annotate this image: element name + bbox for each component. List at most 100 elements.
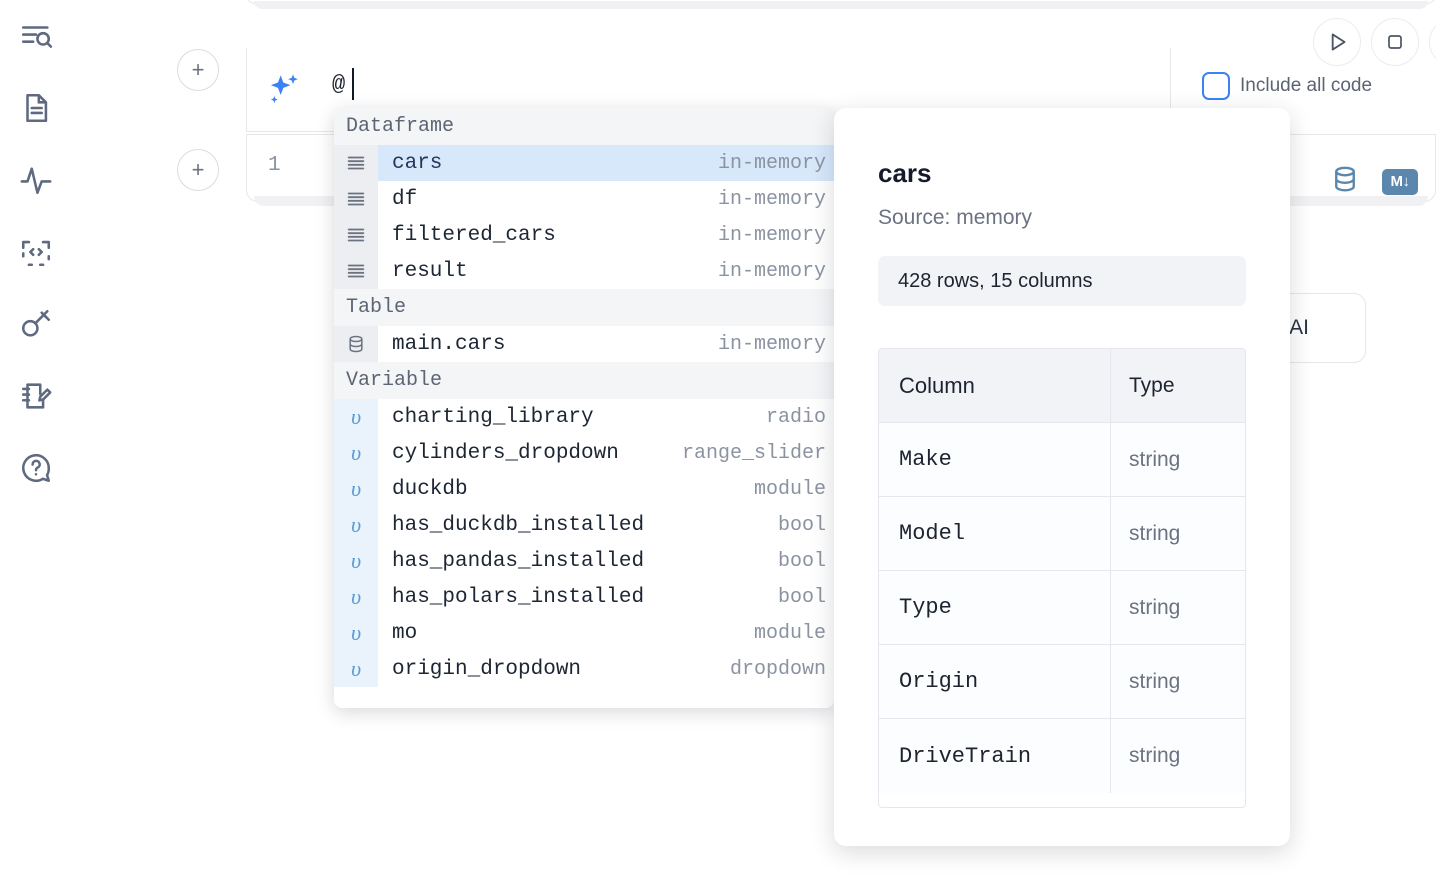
activity-pulse-icon[interactable] (12, 156, 60, 204)
variable-icon: υ (334, 399, 378, 435)
autocomplete-item-type: range_slider (681, 441, 826, 465)
autocomplete-item[interactable]: υ has_polars_installed bool (334, 579, 834, 615)
autocomplete-item-name: cylinders_dropdown (392, 441, 619, 465)
autocomplete-item-type: dropdown (729, 657, 826, 681)
autocomplete-item[interactable]: υ has_pandas_installed bool (334, 543, 834, 579)
database-icon[interactable] (1330, 164, 1360, 199)
autocomplete-item-name: has_pandas_installed (392, 549, 645, 573)
autocomplete-group-header: Table (334, 289, 834, 326)
text-caret (352, 68, 354, 100)
autocomplete-item-type: in-memory (717, 151, 826, 175)
stop-button[interactable] (1371, 18, 1419, 66)
schema-table-header-cell: Type (1111, 349, 1245, 422)
autocomplete-item-name: has_polars_installed (392, 585, 645, 609)
scratchpad-icon[interactable] (12, 372, 60, 420)
autocomplete-item-type: bool (777, 549, 826, 573)
autocomplete-item-type: in-memory (717, 223, 826, 247)
variable-icon: υ (334, 615, 378, 651)
help-question-icon[interactable] (12, 444, 60, 492)
cell-icon-group: M↓ (1330, 164, 1418, 199)
autocomplete-item-type: in-memory (717, 332, 826, 356)
dataframe-icon (334, 181, 378, 217)
variable-icon: υ (334, 543, 378, 579)
schema-column-type: string (1111, 571, 1245, 644)
variable-icon: υ (334, 651, 378, 687)
dataframe-icon (334, 217, 378, 253)
info-panel-title: cars (878, 158, 932, 188)
autocomplete-item[interactable]: main.cars in-memory (334, 326, 834, 362)
autocomplete-item[interactable]: filtered_cars in-memory (334, 217, 834, 253)
autocomplete-item[interactable]: cars in-memory (334, 145, 834, 181)
code-snippet-icon[interactable] (12, 228, 60, 276)
autocomplete-item-name: df (392, 187, 418, 211)
schema-column-type: string (1111, 497, 1245, 570)
autocomplete-item-name: charting_library (392, 405, 594, 429)
run-button[interactable] (1313, 18, 1361, 66)
autocomplete-item-type: in-memory (717, 187, 826, 211)
autocomplete-item[interactable]: υ cylinders_dropdown range_slider (334, 435, 834, 471)
autocomplete-item-type: radio (765, 405, 826, 429)
key-icon[interactable] (12, 300, 60, 348)
add-cell-above-button[interactable]: + (177, 49, 219, 91)
dataframe-info-panel: cars Source: memory 428 rows, 15 columns… (834, 108, 1290, 846)
markdown-badge[interactable]: M↓ (1382, 168, 1418, 195)
database-icon (334, 326, 378, 362)
dataframe-icon (334, 253, 378, 289)
schema-column-type: string (1111, 645, 1245, 718)
variable-icon: υ (334, 579, 378, 615)
autocomplete-item-name: has_duckdb_installed (392, 513, 645, 537)
ai-prompt-input[interactable]: @ (332, 72, 346, 97)
schema-column-name: DriveTrain (879, 719, 1111, 793)
autocomplete-item-name: cars (392, 151, 443, 175)
schema-column-name: Origin (879, 645, 1111, 718)
schema-column-name: Model (879, 497, 1111, 570)
include-all-code-label: Include all code (1240, 75, 1373, 96)
icon-rail (0, 0, 72, 874)
variable-icon: υ (334, 507, 378, 543)
autocomplete-item[interactable]: υ charting_library radio (334, 399, 834, 435)
schema-column-type: string (1111, 719, 1245, 793)
variable-icon: υ (334, 471, 378, 507)
autocomplete-item-type: bool (777, 513, 826, 537)
schema-table-header-cell: Column (879, 349, 1111, 422)
add-cell-below-button[interactable]: + (177, 149, 219, 191)
previous-cell-shadow (254, 1, 1428, 9)
info-panel-stats: 428 rows, 15 columns (878, 256, 1246, 306)
info-panel-source: Source: memory (878, 206, 1033, 229)
autocomplete-item-name: origin_dropdown (392, 657, 582, 681)
autocomplete-item-name: main.cars (392, 332, 506, 356)
autocomplete-item[interactable]: υ origin_dropdown dropdown (334, 651, 834, 687)
outline-search-icon[interactable] (12, 12, 60, 60)
schema-column-type: string (1111, 423, 1245, 496)
autocomplete-item-type: module (753, 621, 826, 645)
autocomplete-group-header: Variable (334, 362, 834, 399)
autocomplete-item[interactable]: df in-memory (334, 181, 834, 217)
variable-icon: υ (334, 435, 378, 471)
schema-column-name: Make (879, 423, 1111, 496)
autocomplete-item[interactable]: υ has_duckdb_installed bool (334, 507, 834, 543)
ai-sparkle-icon (264, 70, 304, 110)
autocomplete-item-name: filtered_cars (392, 223, 556, 247)
file-document-icon[interactable] (12, 84, 60, 132)
autocomplete-item-name: duckdb (392, 477, 468, 501)
line-number: 1 (268, 154, 281, 177)
autocomplete-item-name: result (392, 259, 468, 283)
autocomplete-item-name: mo (392, 621, 418, 645)
autocomplete-group-header: Dataframe (334, 108, 834, 145)
autocomplete-item-type: bool (777, 585, 826, 609)
include-all-code-row[interactable]: Include all code (1202, 72, 1372, 100)
include-all-code-checkbox[interactable] (1202, 72, 1230, 100)
autocomplete-item-type: module (753, 477, 826, 501)
more-actions-button[interactable] (1429, 18, 1436, 66)
